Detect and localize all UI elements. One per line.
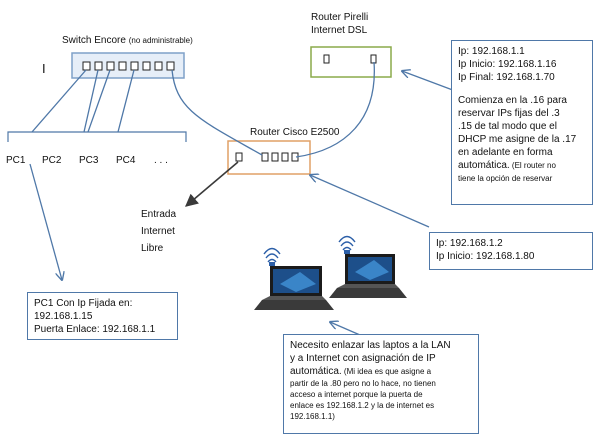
note-line: reservar IPs fijas del .3 (458, 108, 560, 119)
note-line: .15 de tal modo que el (458, 121, 557, 132)
switch-to-pc1-line (31, 69, 87, 133)
note-small: 192.168.1.1) (290, 412, 335, 421)
switch-label: Switch Encore (no administrable) (62, 34, 193, 47)
note-small: acceso a internet porque la puerta de (290, 390, 423, 399)
router-pirelli-device (310, 46, 392, 78)
note-line: DHCP me asigne de la .17 (458, 134, 577, 145)
marker-label: I (42, 61, 46, 76)
note-small: partir de la .80 pero no lo hace, no tie… (290, 379, 436, 388)
note-line: Ip Inicio: 192.168.1.80 (436, 251, 535, 262)
pc1-info-note: PC1 Con Ip Fijada en: 192.168.1.15 Puert… (27, 292, 178, 340)
pirelli-note-arrow (402, 71, 459, 93)
cisco-info-note: Ip: 192.168.1.2 Ip Inicio: 192.168.1.80 (429, 232, 593, 270)
note-line: y a Internet con asignación de IP (290, 353, 436, 364)
note-line: automática. (458, 160, 510, 171)
note-small: enlace es 192.168.1.2 y la de internet e… (290, 401, 435, 410)
switch-subtitle: (no administrable) (128, 36, 193, 45)
pc1-note-arrow (29, 163, 62, 280)
pc-bracket (7, 131, 187, 142)
cisco-note-arrow (310, 175, 430, 228)
switch-title: Switch Encore (62, 35, 126, 46)
switch-device (71, 52, 185, 79)
pc-label: PC4 (116, 155, 136, 166)
note-line: Ip: 192.168.1.2 (436, 238, 503, 249)
pc-label: PC3 (79, 155, 99, 166)
note-small: tiene la opción de reservar (458, 174, 553, 183)
switch-to-pc4-line (117, 69, 135, 133)
switch-to-pc3-line-a (83, 69, 99, 133)
note-line: Ip Final: 192.168.1.70 (458, 72, 555, 83)
router-pirelli-label: Router Pirelli Internet DSL (311, 11, 368, 37)
note-small: (Mi idea es que asigne a (341, 367, 432, 376)
switch-to-pc3-line-b (87, 69, 111, 133)
connection-lines (29, 61, 459, 336)
router-cisco-device (227, 140, 311, 175)
laptop-icon (329, 235, 407, 298)
note-line: 192.168.1.15 (34, 311, 93, 322)
note-small: (El router no (509, 161, 556, 170)
internet-line: Libre (141, 243, 164, 254)
note-line: Necesito enlazar las laptos a la LAN (290, 340, 451, 351)
pc-label: PC1 (6, 155, 26, 166)
laptop-icon (254, 247, 334, 310)
note-line: Puerta Enlace: 192.168.1.1 (34, 324, 156, 335)
internet-label: Entrada Internet Libre (141, 206, 176, 257)
internet-arrow (185, 161, 239, 207)
cisco-to-pirelli-line (295, 61, 375, 158)
note-line: en adelante en forma (458, 147, 553, 158)
pc-label: . . . (154, 155, 168, 166)
internet-line: Entrada (141, 209, 177, 220)
laptops-info-note: Necesito enlazar las laptos a la LAN y a… (283, 334, 479, 434)
pirelli-info-note: Ip: 192.168.1.1 Ip Inicio: 192.168.1.16 … (451, 40, 593, 205)
router-cisco-label: Router Cisco E2500 (250, 127, 340, 138)
note-line: Ip: 192.168.1.1 (458, 46, 525, 57)
pc-label: PC2 (42, 155, 62, 166)
note-line: PC1 Con Ip Fijada en: (34, 298, 133, 309)
laptop-note-arrow (330, 322, 361, 336)
note-line: automática. (290, 366, 342, 377)
switch-to-cisco-line (171, 69, 263, 156)
router-pirelli-line1: Router Pirelli (311, 12, 369, 23)
router-pirelli-line2: Internet DSL (311, 25, 368, 36)
note-line: Comienza en la .16 para (458, 95, 567, 106)
internet-line: Internet (141, 226, 175, 237)
note-line: Ip Inicio: 192.168.1.16 (458, 59, 557, 70)
